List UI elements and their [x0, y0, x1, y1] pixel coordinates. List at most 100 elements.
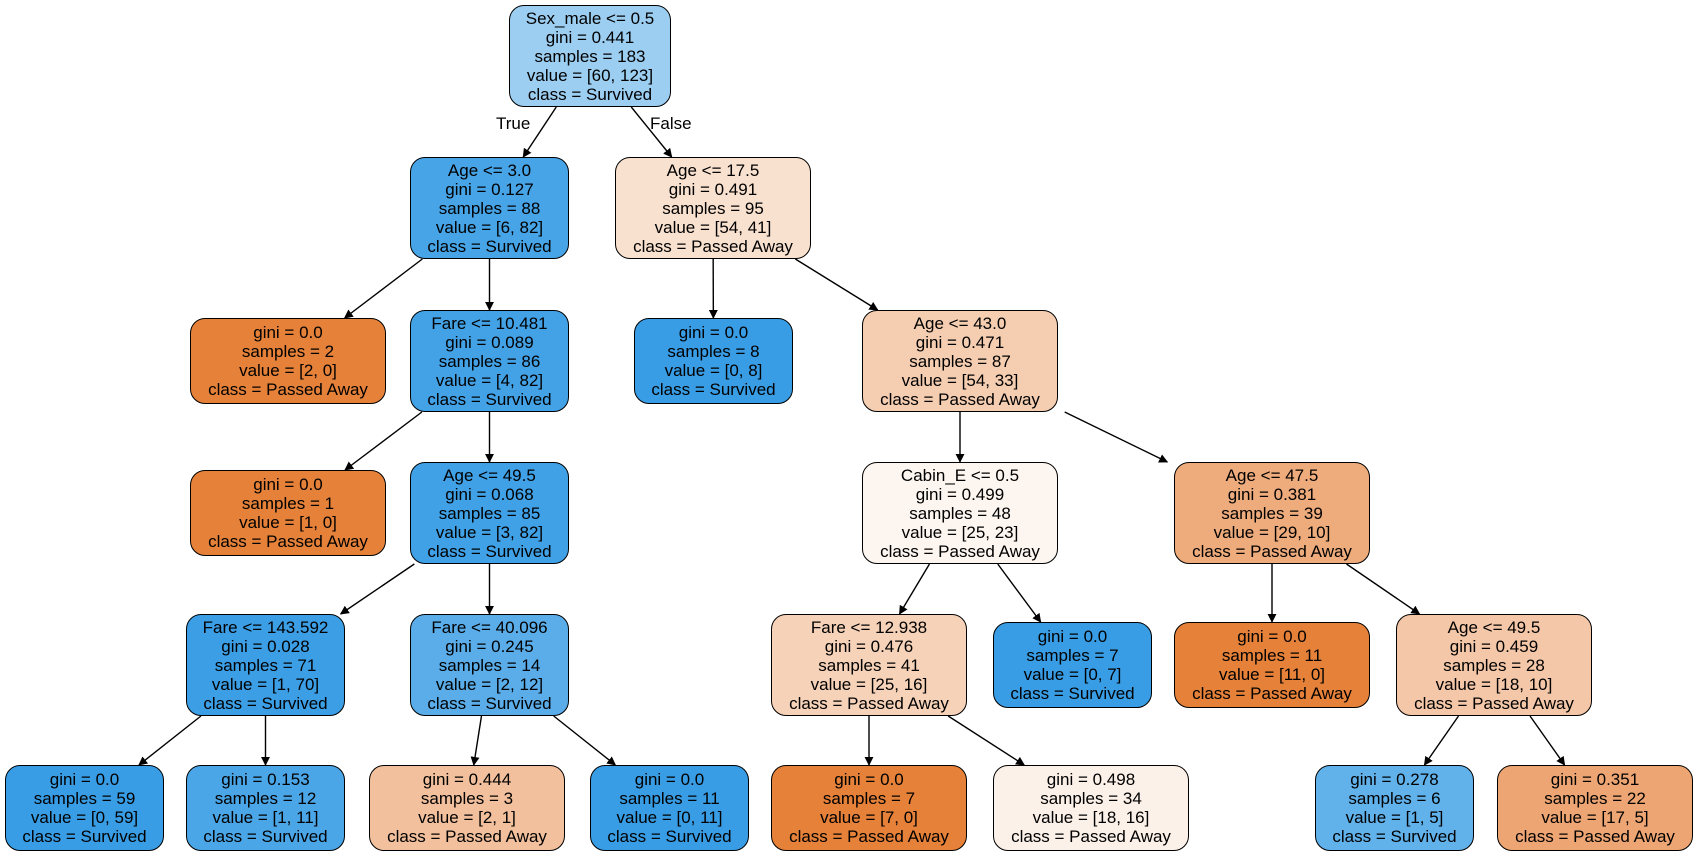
node-text-line: gini = 0.0	[253, 475, 323, 494]
node-text-line: samples = 11	[619, 789, 720, 808]
node-text-line: gini = 0.245	[445, 636, 534, 656]
node-text-line: value = [25, 16]	[810, 674, 928, 694]
node-text-line: value = [3, 82]	[435, 522, 544, 542]
node-text-line: class = Passed Away	[880, 541, 1040, 561]
node-text-line: samples = 2	[241, 342, 335, 361]
node-text-line: value = [1, 5]	[1345, 808, 1444, 827]
node-text-line: gini = 0.0	[49, 770, 120, 789]
node-text-line: samples = 12	[214, 789, 317, 808]
edge-arrow	[522, 106, 557, 158]
node-text-line: class = Passed Away	[208, 380, 368, 399]
node-text-line: value = [18, 10]	[1435, 674, 1553, 694]
node-text-line: value = [4, 82]	[435, 370, 544, 390]
node-text-line: value = [0, 8]	[664, 361, 763, 380]
node-text-line: gini = 0.441	[545, 27, 635, 47]
node-text-line: value = [29, 10]	[1213, 522, 1331, 542]
node-text-line: class = Survived	[527, 84, 653, 104]
node-text-line: gini = 0.127	[445, 179, 534, 199]
node-text-line: class = Passed Away	[1192, 684, 1352, 703]
node-text-line: Age <= 43.0	[913, 313, 1007, 333]
node-text-line: class = Survived	[203, 827, 328, 846]
node-text-line: gini = 0.499	[915, 484, 1005, 504]
node-text-line: Fare <= 10.481	[431, 313, 548, 333]
edge-arrow	[630, 106, 673, 158]
node-text-line: samples = 39	[1221, 503, 1323, 523]
node-text-line: value = [18, 16]	[1032, 808, 1150, 827]
node-text-line: value = [60, 123]	[526, 65, 654, 85]
node-text-line: samples = 87	[909, 351, 1011, 371]
node-text-line: gini = 0.498	[1046, 770, 1136, 789]
node-text-line: gini = 0.491	[668, 179, 758, 199]
node-text-line: class = Passed Away	[789, 693, 949, 713]
node-text-line: samples = 6	[1348, 789, 1441, 808]
node-text-line: samples = 48	[909, 503, 1011, 523]
node-text-line: gini = 0.089	[445, 332, 534, 352]
node-text-line: value = [11, 0]	[1218, 665, 1325, 684]
node-text-line: value = [0, 11]	[616, 808, 723, 827]
node-text-line: value = [2, 0]	[239, 361, 337, 380]
node-text-line: gini = 0.153	[221, 770, 310, 789]
node-text-line: samples = 3	[420, 789, 514, 808]
node-text-line: Fare <= 40.096	[431, 617, 548, 637]
node-text-line: class = Passed Away	[208, 532, 368, 551]
node-text-line: value = [1, 70]	[211, 674, 320, 694]
edge-arrow	[344, 411, 423, 471]
node-text-line: gini = 0.0	[1237, 627, 1307, 646]
node-text-line: class = Survived	[1010, 684, 1135, 703]
node-text-line: samples = 71	[214, 655, 317, 675]
node-text-line: class = Passed Away	[1414, 693, 1574, 713]
node-text-line: Age <= 47.5	[1225, 465, 1319, 485]
edge-label-false: False	[650, 114, 692, 133]
node-text-line: class = Passed Away	[880, 389, 1040, 409]
node-text-line: value = [2, 1]	[418, 808, 516, 827]
edge-arrow	[1423, 715, 1460, 766]
node-text-line: class = Passed Away	[1515, 827, 1675, 846]
node-text-line: samples = 7	[1026, 646, 1119, 665]
node-text-line: value = [6, 82]	[435, 217, 544, 237]
node-text-line: class = Passed Away	[1011, 827, 1171, 846]
node-text-line: samples = 88	[438, 198, 541, 218]
node-text-line: samples = 95	[662, 198, 764, 218]
node-text-line: samples = 86	[438, 351, 541, 371]
node-text-line: class = Passed Away	[1192, 541, 1352, 561]
node-text-line: gini = 0.0	[634, 770, 705, 789]
node-text-line: value = [54, 33]	[901, 370, 1019, 390]
node-text-line: gini = 0.381	[1227, 484, 1317, 504]
node-text-line: class = Survived	[427, 236, 552, 256]
node-text-line: gini = 0.444	[422, 770, 512, 789]
node-text-line: gini = 0.0	[834, 770, 904, 789]
node-text-line: Sex_male <= 0.5	[525, 8, 655, 28]
node-text-line: gini = 0.0	[253, 323, 323, 342]
node-text-line: value = [0, 59]	[30, 808, 139, 827]
edge-arrow	[339, 563, 415, 615]
node-text-line: Age <= 49.5	[1447, 617, 1541, 637]
node-text-line: gini = 0.028	[221, 636, 310, 656]
node-text-line: gini = 0.0	[1037, 627, 1108, 646]
node-text-line: samples = 28	[1443, 655, 1545, 675]
node-text-line: value = [1, 0]	[239, 513, 337, 532]
node-text-line: samples = 34	[1040, 789, 1142, 808]
node-text-line: value = [17, 5]	[1541, 808, 1649, 827]
node-text-line: class = Survived	[651, 380, 776, 399]
node-text-line: gini = 0.278	[1350, 770, 1439, 789]
edge-arrow	[343, 258, 423, 319]
